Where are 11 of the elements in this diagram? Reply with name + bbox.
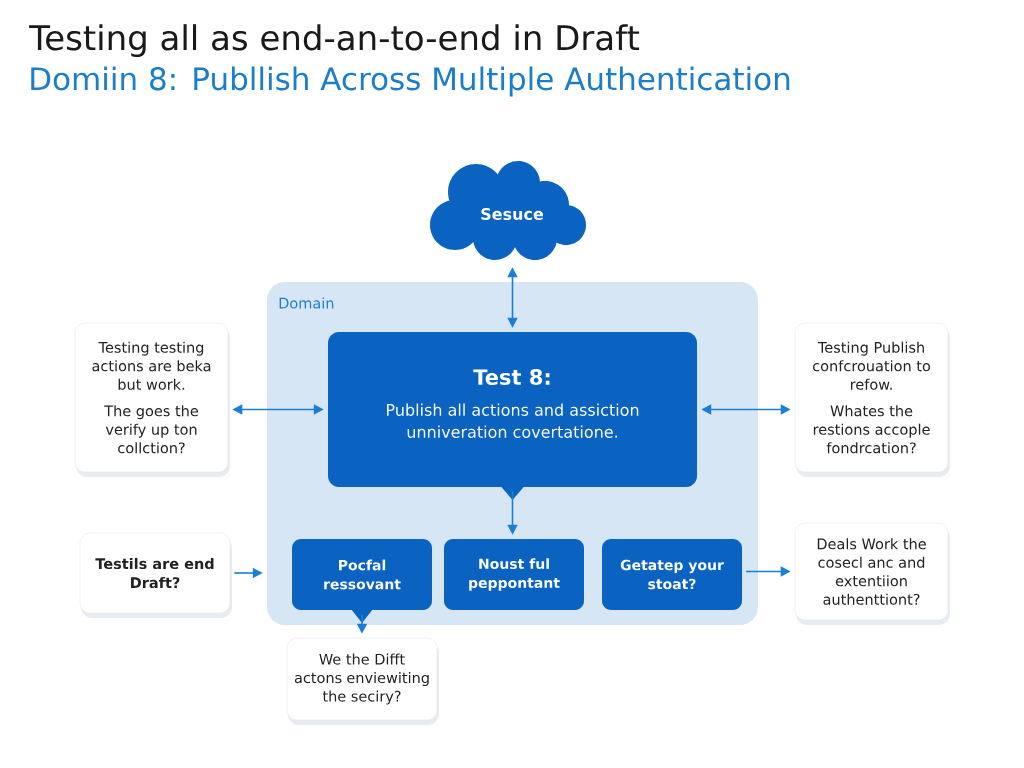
step-box: Pocfal ressovant — [292, 539, 432, 623]
note-card: Deals Work the cosecl anc and extentiion authenttiont? — [794, 522, 950, 625]
note-card: We the Difft actons enviewiting the seciry? — [286, 637, 439, 725]
step-box: Noust ful peppontant — [444, 539, 584, 610]
note-card: Testing testing actions are beka but work. The goes the verify up ton collction? — [74, 322, 230, 477]
note-card: Testing Publish confcrouation to refow. Whates the restions accople fondrcation? — [794, 322, 950, 477]
process-box: Test 8: Publish all actions and assiction unniveration covertatione. — [328, 332, 697, 500]
note-card: Testils are end Draft? — [79, 532, 232, 618]
subtitle: Domiin 8: Publlish Across Multiple Authentication — [31, 66, 790, 97]
title: Testing all as end-an-to-end in Draft — [29, 24, 640, 58]
step-box: Getatep your stoat? — [602, 539, 742, 610]
